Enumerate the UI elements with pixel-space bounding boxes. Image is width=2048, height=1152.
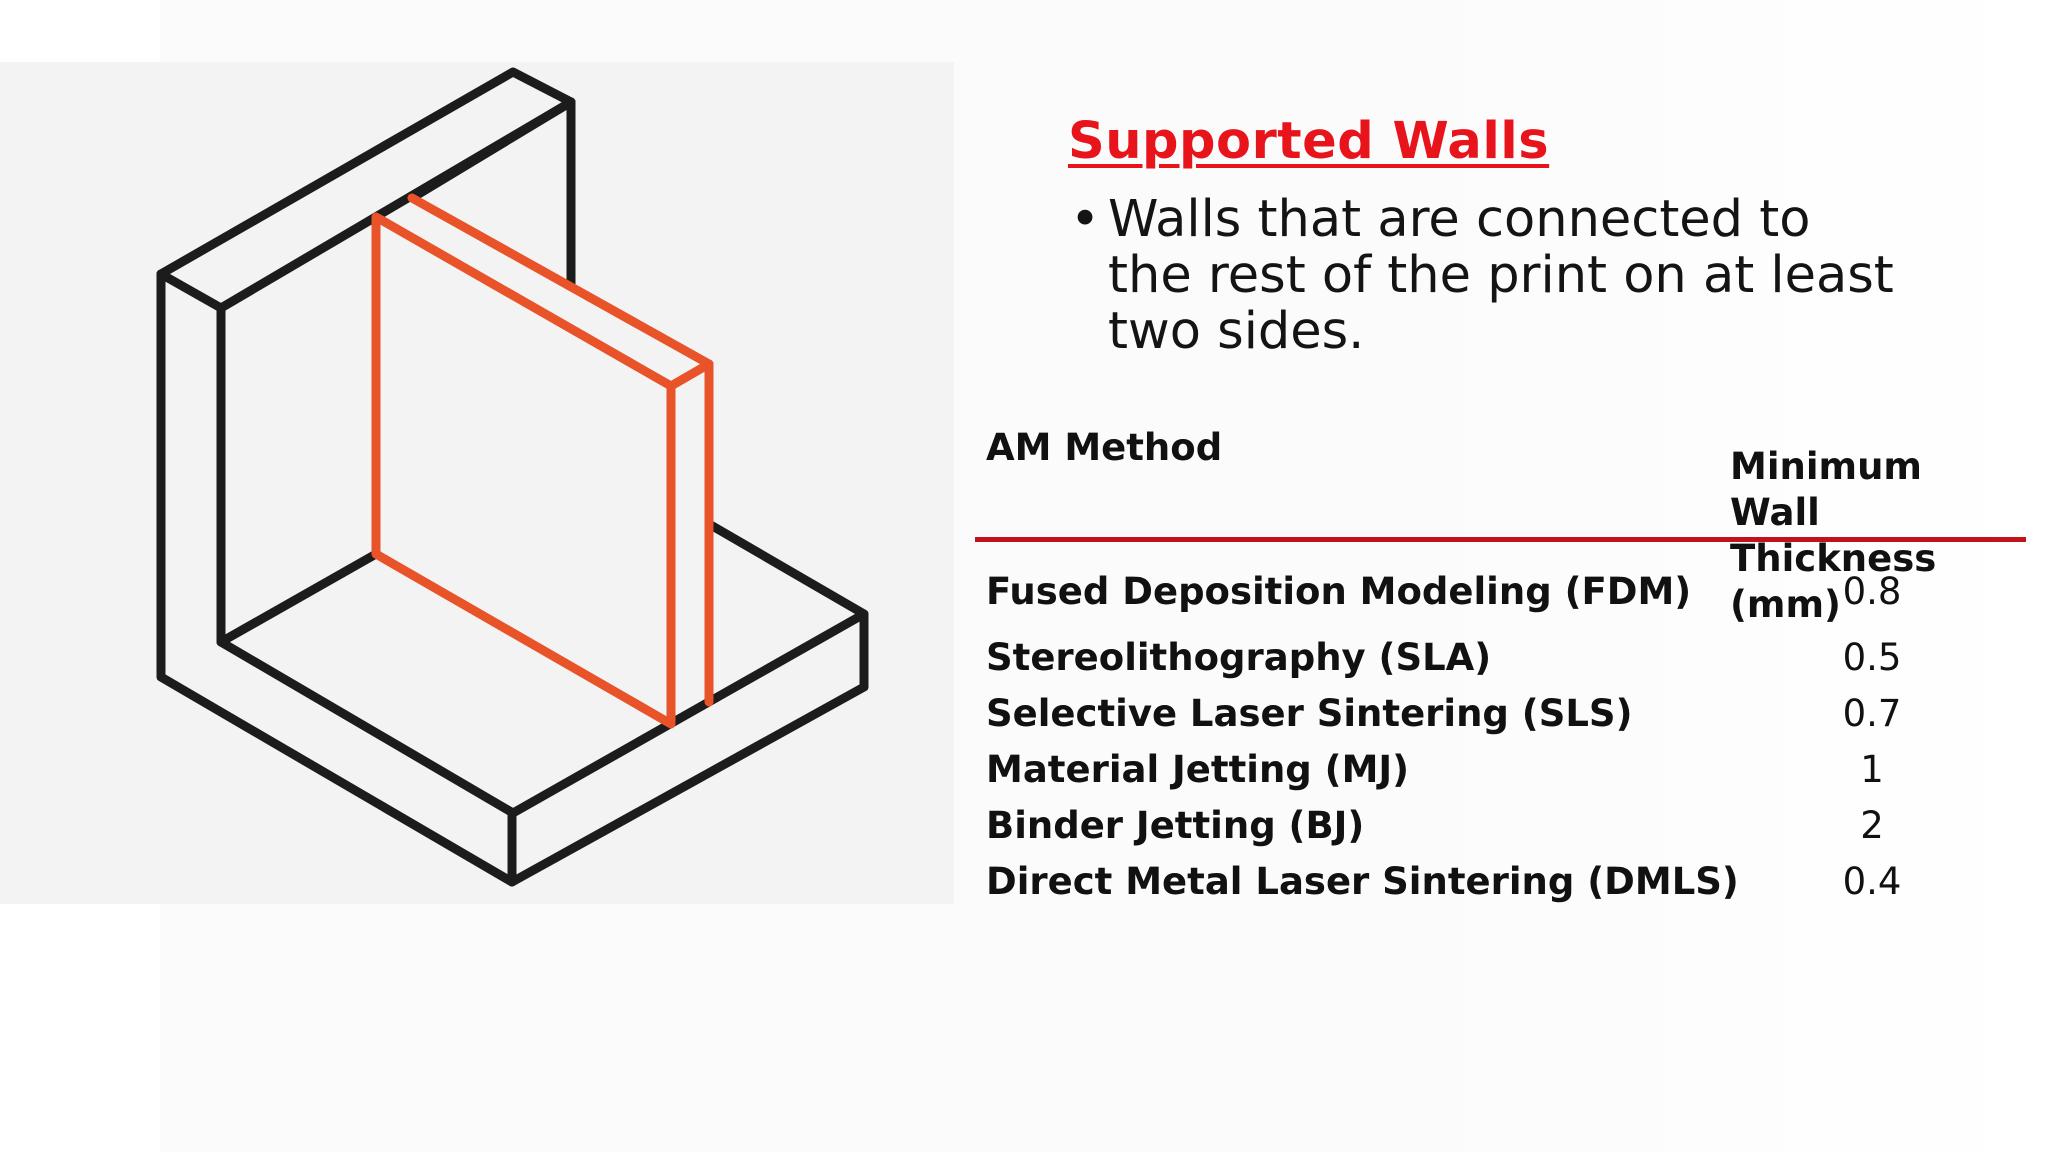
table-row: Material Jetting (MJ) 1 bbox=[0, 748, 2048, 804]
header-word-minimum: Minimum bbox=[1730, 445, 1922, 488]
table-row: Binder Jetting (BJ) 2 bbox=[0, 804, 2048, 860]
header-word-wall: Wall bbox=[1730, 491, 1820, 534]
method-cell: Fused Deposition Modeling (FDM) bbox=[986, 570, 1692, 613]
method-cell: Stereolithography (SLA) bbox=[986, 636, 1492, 679]
method-cell: Binder Jetting (BJ) bbox=[986, 804, 1365, 847]
back-wall-inner-line bbox=[407, 97, 576, 203]
table-row: Direct Metal Laser Sintering (DMLS) 0.4 bbox=[0, 860, 2048, 916]
header-word-thickness: Thickness bbox=[1730, 537, 1937, 580]
thickness-cell: 0.4 bbox=[1842, 860, 1902, 903]
header-word-mm: (mm) bbox=[1730, 583, 1841, 626]
table-row: Stereolithography (SLA) 0.5 bbox=[0, 636, 2048, 692]
thickness-cell: 0.7 bbox=[1842, 692, 1902, 735]
base-front-side bbox=[507, 609, 869, 887]
bullet-marker: • bbox=[1070, 190, 1101, 249]
back-wall-top-edge bbox=[156, 67, 576, 290]
supported-wall-highlight bbox=[371, 193, 714, 729]
column-header-thickness: Minimum Wall Thickness (mm) bbox=[1730, 444, 2016, 628]
slide-title: Supported Walls bbox=[1068, 112, 1550, 171]
header-line-1: Minimum Wall bbox=[1730, 444, 2016, 536]
table-row: Selective Laser Sintering (SLS) 0.7 bbox=[0, 692, 2048, 748]
back-wall-top-inner-edge bbox=[156, 97, 576, 313]
bracket-left-outline bbox=[156, 269, 517, 887]
thickness-cell: 0.8 bbox=[1842, 570, 1902, 613]
bullet-text: Walls that are connected to the rest of … bbox=[1108, 190, 1894, 361]
supported-wall-illustration bbox=[0, 62, 954, 904]
thickness-cell: 0.5 bbox=[1842, 636, 1902, 679]
method-cell: Direct Metal Laser Sintering (DMLS) bbox=[986, 860, 1739, 903]
column-header-am-method: AM Method bbox=[986, 426, 1223, 469]
thickness-cell: 2 bbox=[1860, 804, 1884, 847]
thickness-cell: 1 bbox=[1860, 748, 1884, 791]
table-header-rule bbox=[975, 537, 2026, 542]
floor-back-edge bbox=[216, 549, 381, 647]
method-cell: Material Jetting (MJ) bbox=[986, 748, 1410, 791]
table-row: Fused Deposition Modeling (FDM) 0.8 bbox=[0, 570, 2048, 626]
method-cell: Selective Laser Sintering (SLS) bbox=[986, 692, 1633, 735]
header-line-2: Thickness (mm) bbox=[1730, 536, 2016, 628]
l-bracket-diagram bbox=[156, 67, 869, 887]
